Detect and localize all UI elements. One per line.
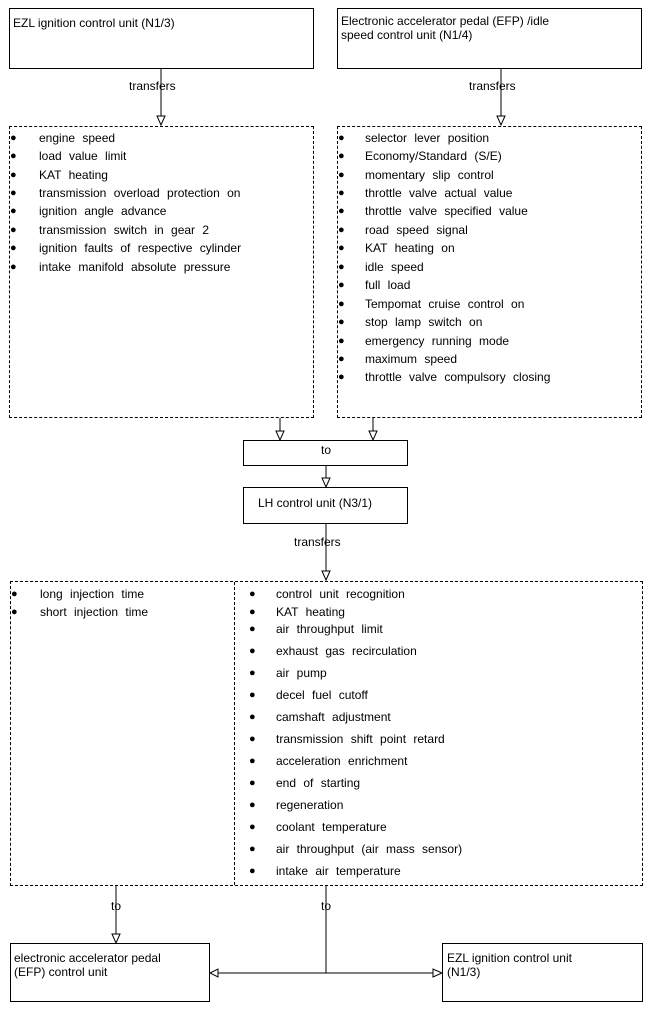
bullet-icon: ● — [338, 353, 345, 365]
bullet-icon: ● — [10, 205, 17, 217]
lh-output-list: ●long injection time ●short injection ti… — [10, 581, 643, 886]
efp-control-unit-box: electronic accelerator pedal (EFP) contr… — [10, 943, 210, 1002]
bullet-icon: ● — [10, 261, 17, 273]
bullet-icon: ● — [338, 261, 345, 273]
to-box-label: to — [321, 443, 332, 457]
bullet-icon: ● — [249, 623, 256, 635]
bullet-icon: ● — [249, 843, 256, 855]
arrowhead — [368, 430, 378, 442]
arrowhead — [208, 968, 219, 978]
bullet-icon: ● — [338, 279, 345, 291]
ezl-bottom-control-unit-box: EZL ignition control unit (N1/3) — [442, 943, 643, 1002]
efp-idle-speed-control-unit-box: Electronic accelerator pedal (EFP) /idle… — [337, 8, 642, 69]
lh-control-unit-box: LH control unit (N3/1) — [243, 487, 408, 524]
bullet-icon: ● — [338, 150, 345, 162]
bullet-icon: ● — [249, 777, 256, 789]
column-divider — [234, 582, 235, 885]
ezl-signal-list: ●engine speed ●load value limit ●KAT hea… — [9, 126, 314, 418]
bullet-icon: ● — [11, 606, 18, 618]
bullet-icon: ● — [338, 371, 345, 383]
arrowhead — [111, 933, 121, 945]
to-label-right: to — [321, 899, 332, 913]
efp-signal-list: ●selector lever position ●Economy/Standa… — [337, 126, 642, 418]
bullet-icon: ● — [10, 242, 17, 254]
bullet-icon: ● — [338, 132, 345, 144]
to-junction-box: to — [243, 440, 408, 466]
lh-box-title: LH control unit (N3/1) — [258, 496, 373, 510]
bullet-icon: ● — [249, 821, 256, 833]
bullet-icon: ● — [249, 588, 256, 600]
bullet-icon: ● — [249, 733, 256, 745]
efp-box-title: Electronic accelerator pedal (EFP) /idle… — [341, 14, 550, 42]
arrowhead — [275, 430, 285, 442]
bullet-icon: ● — [249, 645, 256, 657]
bullet-icon: ● — [10, 150, 17, 162]
bullet-icon: ● — [249, 667, 256, 679]
arrowhead — [321, 477, 331, 489]
arrowhead — [432, 968, 444, 978]
bullet-icon: ● — [249, 711, 256, 723]
bullet-icon: ● — [10, 169, 17, 181]
arrowhead — [321, 570, 331, 582]
bullet-icon: ● — [338, 224, 345, 236]
to-label-left: to — [111, 899, 122, 913]
bullet-icon: ● — [10, 132, 17, 144]
bullet-icon: ● — [249, 755, 256, 767]
efp-bottom-box-title: electronic accelerator pedal (EFP) contr… — [14, 951, 161, 979]
arrowhead — [156, 115, 166, 127]
bullet-icon: ● — [249, 606, 256, 618]
bullet-icon: ● — [11, 588, 18, 600]
transfers-label-left: transfers — [129, 79, 176, 93]
bullet-icon: ● — [338, 316, 345, 328]
ezl-box-title: EZL ignition control unit (N1/3) — [13, 16, 175, 30]
bullet-icon: ● — [338, 169, 345, 181]
bullet-icon: ● — [10, 187, 17, 199]
bullet-icon: ● — [338, 242, 345, 254]
bullet-icon: ● — [338, 298, 345, 310]
ezl-ignition-control-unit-box: EZL ignition control unit (N1/3) — [9, 8, 314, 69]
transfers-label-lh: transfers — [294, 535, 341, 549]
ezl-bottom-box-title: EZL ignition control unit (N1/3) — [447, 951, 572, 979]
bullet-icon: ● — [249, 689, 256, 701]
bullet-icon: ● — [10, 224, 17, 236]
bullet-icon: ● — [249, 799, 256, 811]
bullet-icon: ● — [338, 205, 345, 217]
bullet-icon: ● — [338, 335, 345, 347]
transfers-label-right: transfers — [469, 79, 516, 93]
arrowhead — [496, 115, 506, 127]
bullet-icon: ● — [249, 865, 256, 877]
bullet-icon: ● — [338, 187, 345, 199]
